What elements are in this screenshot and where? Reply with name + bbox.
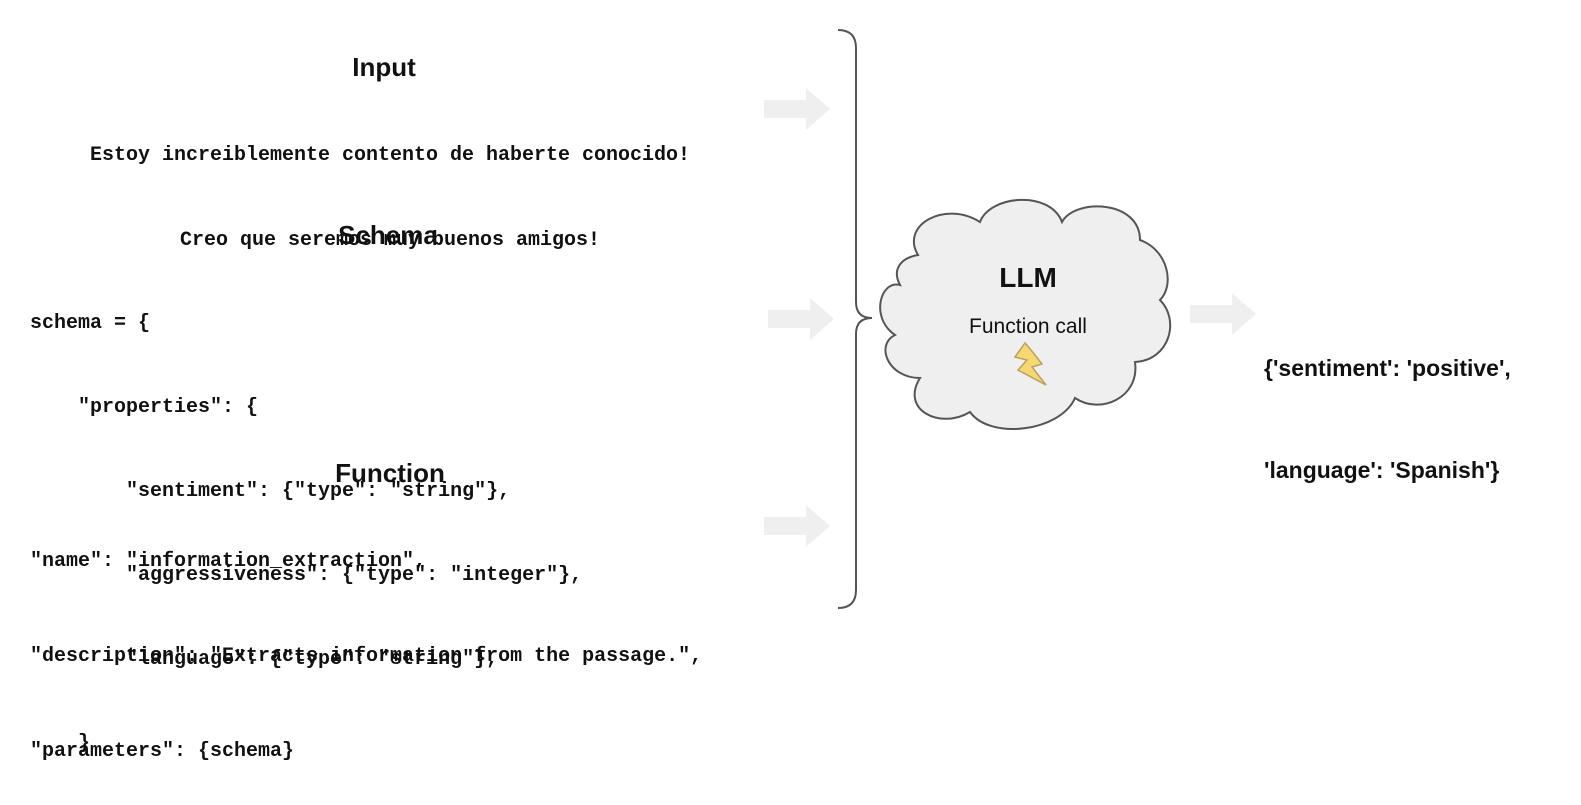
input-arrow [764,88,830,130]
schema-title: Schema [338,220,438,250]
llm-cloud [879,198,1172,430]
function-line: "parameters": {schema} [30,740,295,763]
curly-brace [837,29,873,609]
schema-line: "sentiment": {"type": "string"}, [30,480,511,503]
function-line: "name": "information_extraction", [30,550,427,573]
input-line: Creo que seremos muy buenos amigos! [179,229,601,252]
output-line: 'language': 'Spanish'} [1264,457,1500,483]
llm-title: LLM [999,262,1057,293]
llm-subtitle: Function call [969,315,1087,338]
output-line: {'sentiment': 'positive', [1264,355,1511,381]
input-title: Input [352,52,416,82]
function-arrow [764,505,830,547]
input-line: Estoy increiblemente contento de haberte… [89,144,691,167]
schema-line: schema = { [30,312,151,335]
output-text: {'sentiment': 'positive', 'language': 'S… [1264,283,1511,521]
schema-line: "properties": { [30,396,259,419]
schema-line: "aggressiveness": {"type": "integer"}, [30,564,583,587]
function-code: "name": "information_extraction", "descr… [30,492,702,805]
function-line: "description": "Extracts information fro… [30,645,703,668]
input-text: Estoy increiblemente contento de haberte… [0,86,780,284]
schema-arrow [768,298,834,340]
output-arrow [1190,293,1256,335]
function-title: Function [335,458,445,488]
diagram-graphics [764,29,1256,609]
lightning-icon [1013,341,1047,386]
